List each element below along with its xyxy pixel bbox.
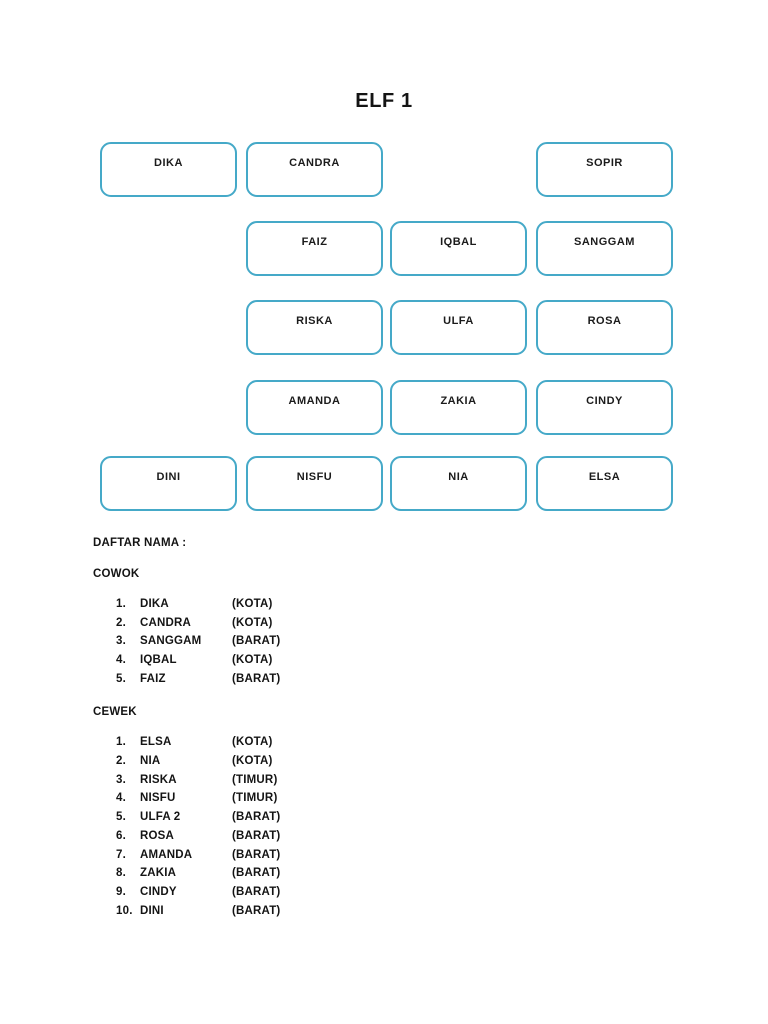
item-location: (KOTA) — [232, 598, 273, 610]
item-name: AMANDA — [140, 849, 193, 861]
seat-label: ZAKIA — [440, 395, 477, 407]
item-location: (BARAT) — [232, 886, 281, 898]
item-name: DIKA — [140, 598, 169, 610]
item-number: 7. — [116, 849, 126, 861]
item-location: (KOTA) — [232, 654, 273, 666]
seat-box-elsa: ELSA — [536, 456, 673, 511]
item-location: (KOTA) — [232, 617, 273, 629]
item-location: (BARAT) — [232, 867, 281, 879]
item-name: ZAKIA — [140, 867, 177, 879]
list-item: 4. IQBAL (KOTA) — [93, 654, 413, 673]
seat-box-iqbal: IQBAL — [390, 221, 527, 276]
item-name: RISKA — [140, 774, 177, 786]
item-location: (KOTA) — [232, 755, 273, 767]
item-number: 10. — [116, 905, 133, 917]
list-item: 7. AMANDA (BARAT) — [93, 849, 413, 868]
list-item: 1. DIKA (KOTA) — [93, 598, 413, 617]
item-location: (BARAT) — [232, 635, 281, 647]
item-location: (BARAT) — [232, 849, 281, 861]
seat-label: DIKA — [154, 157, 183, 169]
item-name: FAIZ — [140, 673, 166, 685]
seat-label: ELSA — [588, 471, 621, 483]
seat-label: ROSA — [587, 315, 622, 327]
item-name: NIA — [140, 755, 161, 767]
seat-label: NIA — [448, 471, 469, 483]
seat-label: CANDRA — [289, 157, 340, 169]
list-item: 3. RISKA (TIMUR) — [93, 774, 413, 793]
item-number: 6. — [116, 830, 126, 842]
item-name: CANDRA — [140, 617, 192, 629]
list-item: 5. FAIZ (BARAT) — [93, 673, 413, 692]
item-name: DINI — [140, 905, 164, 917]
seat-label: IQBAL — [440, 236, 477, 248]
item-number: 9. — [116, 886, 126, 898]
item-name: CINDY — [140, 886, 177, 898]
seat-label: SOPIR — [586, 157, 623, 169]
seat-box-zakia: ZAKIA — [390, 380, 527, 435]
list-item: 9. CINDY (BARAT) — [93, 886, 413, 905]
seat-box-sanggam: SANGGAM — [536, 221, 673, 276]
seat-label: CINDY — [586, 395, 623, 407]
item-number: 2. — [116, 755, 126, 767]
item-location: (TIMUR) — [232, 792, 278, 804]
seat-box-faiz: FAIZ — [246, 221, 383, 276]
item-name: SANGGAM — [140, 635, 202, 647]
item-name: ROSA — [140, 830, 175, 842]
seat-label: DINI — [156, 471, 181, 483]
item-number: 3. — [116, 774, 126, 786]
item-location: (TIMUR) — [232, 774, 278, 786]
item-name: ULFA 2 — [140, 811, 181, 823]
list-item: 2. CANDRA (KOTA) — [93, 617, 413, 636]
seat-box-dini: DINI — [100, 456, 237, 511]
item-location: (BARAT) — [232, 905, 281, 917]
item-number: 5. — [116, 811, 126, 823]
seat-box-rosa: ROSA — [536, 300, 673, 355]
item-number: 1. — [116, 598, 126, 610]
seat-box-candra: CANDRA — [246, 142, 383, 197]
item-number: 4. — [116, 654, 126, 666]
list-item: 1. ELSA (KOTA) — [93, 736, 413, 755]
list-item: 2. NIA (KOTA) — [93, 755, 413, 774]
seat-box-ulfa: ULFA — [390, 300, 527, 355]
item-number: 8. — [116, 867, 126, 879]
item-number: 4. — [116, 792, 126, 804]
seat-label: SANGGAM — [574, 236, 635, 248]
list-item: 4. NISFU (TIMUR) — [93, 792, 413, 811]
item-name: IQBAL — [140, 654, 177, 666]
seat-box-dika: DIKA — [100, 142, 237, 197]
seat-label: FAIZ — [301, 236, 328, 248]
seat-box-nia: NIA — [390, 456, 527, 511]
cowok-title: COWOK — [93, 568, 140, 580]
list-item: 3. SANGGAM (BARAT) — [93, 635, 413, 654]
list-item: 10. DINI (BARAT) — [93, 905, 413, 924]
seat-label: NISFU — [296, 471, 333, 483]
item-location: (BARAT) — [232, 811, 281, 823]
list-item: 5. ULFA 2 (BARAT) — [93, 811, 413, 830]
list-item: 8. ZAKIA (BARAT) — [93, 867, 413, 886]
list-heading: DAFTAR NAMA : — [93, 537, 187, 549]
cewek-title: CEWEK — [93, 706, 137, 718]
item-location: (KOTA) — [232, 736, 273, 748]
seat-label: RISKA — [296, 315, 333, 327]
item-number: 5. — [116, 673, 126, 685]
item-name: NISFU — [140, 792, 176, 804]
seat-box-amanda: AMANDA — [246, 380, 383, 435]
list-item: 6. ROSA (BARAT) — [93, 830, 413, 849]
seat-box-sopir: SOPIR — [536, 142, 673, 197]
item-location: (BARAT) — [232, 830, 281, 842]
seat-box-nisfu: NISFU — [246, 456, 383, 511]
item-number: 1. — [116, 736, 126, 748]
item-location: (BARAT) — [232, 673, 281, 685]
page-title: ELF 1 — [355, 90, 413, 112]
seat-box-cindy: CINDY — [536, 380, 673, 435]
item-name: ELSA — [140, 736, 172, 748]
item-number: 2. — [116, 617, 126, 629]
seat-label: ULFA — [443, 315, 474, 327]
seat-box-riska: RISKA — [246, 300, 383, 355]
item-number: 3. — [116, 635, 126, 647]
seat-label: AMANDA — [288, 395, 341, 407]
